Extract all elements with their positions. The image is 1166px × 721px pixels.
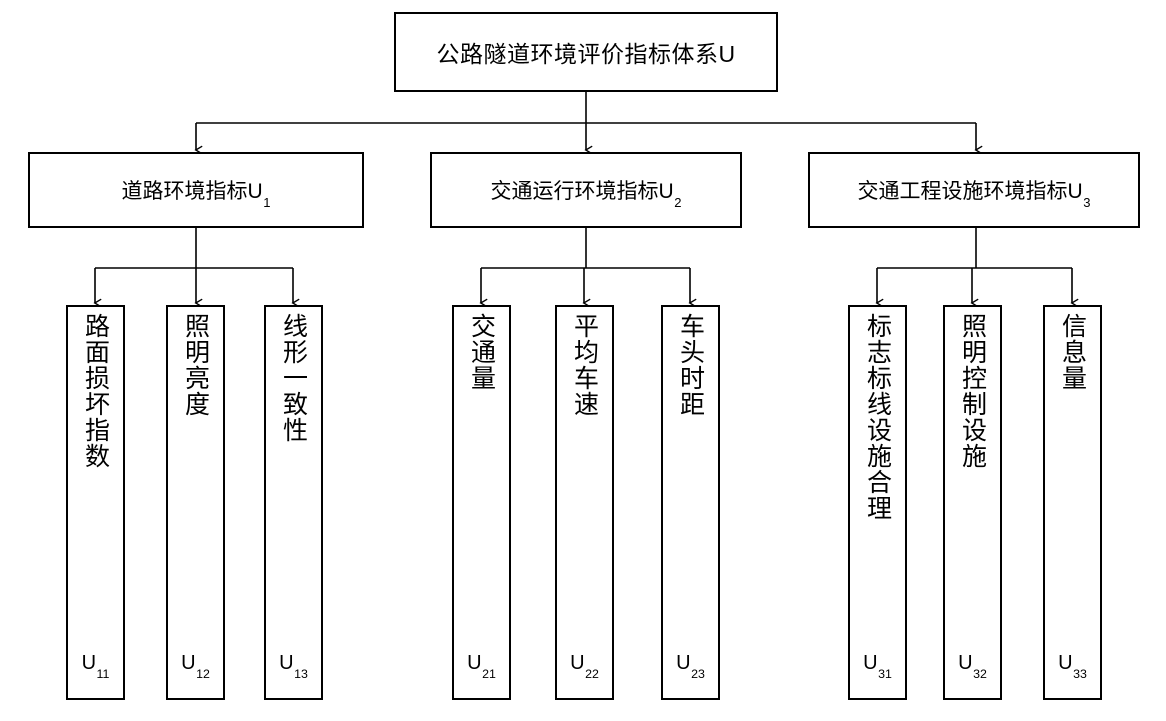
- leaf-node-u31-label: 标志标线设施合理: [863, 313, 892, 521]
- leaf-node-u21[interactable]: 交通量 U21: [452, 305, 511, 700]
- group-node-u2-label: 交通运行环境指标U2: [490, 179, 682, 210]
- leaf-node-u13-code: U13: [279, 651, 308, 681]
- root-node-label: 公路隧道环境评价指标体系U: [436, 41, 736, 67]
- group-node-u1-label: 道路环境指标U1: [121, 179, 271, 210]
- group-node-u3[interactable]: 交通工程设施环境指标U3: [808, 152, 1140, 228]
- leaf-node-u23[interactable]: 车头时距 U23: [661, 305, 720, 700]
- leaf-node-u12-code: U12: [181, 651, 210, 681]
- leaf-node-u33[interactable]: 信息量 U33: [1043, 305, 1102, 700]
- leaf-node-u32[interactable]: 照明控制设施 U32: [943, 305, 1002, 700]
- leaf-node-u31[interactable]: 标志标线设施合理 U31: [848, 305, 907, 700]
- group-node-u3-label: 交通工程设施环境指标U3: [857, 179, 1091, 210]
- leaf-node-u32-label: 照明控制设施: [958, 313, 987, 469]
- leaf-node-u31-code: U31: [863, 651, 892, 681]
- leaf-node-u13-label: 线形一致性: [279, 313, 308, 443]
- leaf-node-u22[interactable]: 平均车速 U22: [555, 305, 614, 700]
- leaf-node-u33-code: U33: [1058, 651, 1087, 681]
- leaf-node-u12-label: 照明亮度: [181, 313, 210, 417]
- leaf-node-u13[interactable]: 线形一致性 U13: [264, 305, 323, 700]
- group-node-u1[interactable]: 道路环境指标U1: [28, 152, 364, 228]
- group-node-u1-subscript: 1: [263, 194, 271, 210]
- leaf-node-u22-code: U22: [570, 651, 599, 681]
- leaf-node-u22-label: 平均车速: [570, 313, 599, 417]
- leaf-node-u21-code: U21: [467, 651, 496, 681]
- leaf-node-u11-label: 路面损坏指数: [81, 313, 110, 469]
- leaf-node-u23-label: 车头时距: [676, 313, 705, 417]
- leaf-node-u33-label: 信息量: [1058, 313, 1087, 391]
- leaf-node-u12[interactable]: 照明亮度 U12: [166, 305, 225, 700]
- leaf-node-u21-label: 交通量: [467, 313, 496, 391]
- leaf-node-u32-code: U32: [958, 651, 987, 681]
- leaf-node-u23-code: U23: [676, 651, 705, 681]
- root-node[interactable]: 公路隧道环境评价指标体系U: [394, 12, 778, 92]
- leaf-node-u11-code: U11: [81, 651, 110, 681]
- group-node-u3-subscript: 3: [1083, 194, 1091, 210]
- group-node-u2-subscript: 2: [674, 194, 682, 210]
- group-node-u2[interactable]: 交通运行环境指标U2: [430, 152, 742, 228]
- leaf-node-u11[interactable]: 路面损坏指数 U11: [66, 305, 125, 700]
